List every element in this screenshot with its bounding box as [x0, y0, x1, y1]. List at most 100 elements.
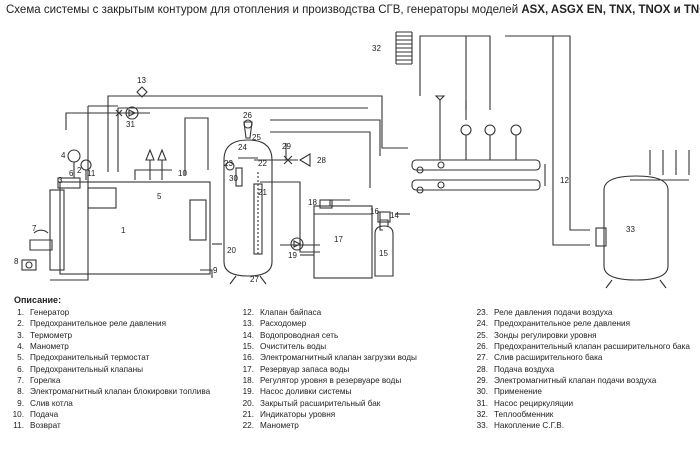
legend-item-text: Клапан байпаса	[260, 308, 322, 317]
legend-item-number: 5.	[17, 353, 24, 363]
legend-item: 11.Возврат	[6, 420, 210, 431]
legend-item-text: Предохранительный клапаны	[30, 364, 143, 374]
label-8: 8	[14, 257, 19, 266]
legend-item-number: 30.	[476, 387, 488, 397]
legend-item-text: Теплообменник	[494, 410, 554, 420]
legend-item-number: 17.	[242, 364, 254, 374]
label-7: 7	[32, 224, 37, 233]
legend-item: 7.Горелка	[6, 375, 210, 386]
legend-item-text: Подача воздуха	[494, 364, 555, 374]
water-reservoir	[313, 199, 373, 279]
legend-item-text: Подача	[30, 410, 59, 420]
legend-item-text: Термометр	[30, 330, 73, 340]
legend-item: 18.Регулятор уровня в резервуаре воды	[236, 375, 417, 386]
legend-item-text: Регулятор уровня в резервуаре воды	[260, 376, 402, 386]
legend-item-text: Предохранительный термостат	[30, 353, 150, 363]
label-13: 13	[137, 76, 146, 85]
legend-item: 32.Теплообменник	[470, 409, 690, 420]
legend-item-text: Предохранительное реле давления	[30, 319, 167, 329]
description-heading: Описание:	[14, 295, 62, 305]
legend-item-text: Резервуар запаса воды	[260, 364, 350, 374]
legend-item-number: 15.	[242, 342, 254, 352]
legend-item: 3.Термометр	[6, 330, 210, 341]
label-29: 29	[282, 142, 291, 151]
legend-item: 6. Предохранительный клапаны	[6, 364, 210, 375]
label-27: 27	[250, 275, 259, 284]
legend-item-text: Индикаторы уровня	[260, 410, 336, 420]
label-10: 10	[178, 169, 187, 178]
legend-item-text: Закрытый расширительный бак	[260, 398, 381, 408]
legend-item: 4. Манометр	[6, 341, 210, 352]
legend-item: 31. Насос рециркуляции	[470, 398, 690, 409]
legend-item-number: 26.	[476, 342, 488, 352]
label-30: 30	[229, 174, 238, 183]
diagram-labels: 1 2 3 4 5 6 7 8 9 10 11 12 13 14 15 16 1…	[14, 44, 635, 284]
legend-item-text: Насос рециркуляции	[494, 398, 574, 408]
label-12: 12	[560, 176, 569, 185]
legend-item: 24.Предохранительное реле давления	[470, 318, 690, 329]
legend-item-text: Электромагнитный клапан загрузки воды	[260, 353, 417, 363]
pipes	[50, 35, 690, 281]
label-22: 22	[258, 159, 267, 168]
legend-item-number: 8.	[17, 387, 24, 397]
label-23: 23	[224, 159, 233, 168]
legend-item-text: Слив расширительного бака	[494, 353, 603, 363]
legend-item-number: 27.	[476, 353, 488, 363]
legend-item: 17. Резервуар запаса воды	[236, 364, 417, 375]
legend-item: 16.Электромагнитный клапан загрузки воды	[236, 352, 417, 363]
legend-item-number: 6.	[17, 364, 24, 374]
legend-item-number: 2.	[17, 319, 24, 329]
legend-item-number: 19.	[242, 387, 254, 397]
legend-item: 2. Предохранительное реле давления	[6, 318, 210, 329]
legend-item-number: 31.	[476, 398, 488, 408]
label-26: 26	[243, 111, 252, 120]
legend-item-text: Возврат	[30, 421, 61, 431]
legend-item: 33.Накопление С.Г.В.	[470, 420, 690, 431]
legend-item: 20. Закрытый расширительный бак	[236, 398, 417, 409]
legend-item-text: Накопление С.Г.В.	[494, 421, 565, 431]
legend-item-number: 21.	[242, 410, 254, 420]
legend-item-number: 4.	[17, 342, 24, 352]
label-4: 4	[61, 151, 66, 160]
legend-item-number: 22.	[242, 421, 254, 431]
label-32: 32	[372, 44, 381, 53]
label-5: 5	[157, 192, 162, 201]
legend-item-text: Применение	[494, 387, 542, 397]
legend-item-number: 9.	[17, 398, 24, 408]
legend-item: 12.Клапан байпаса	[236, 307, 417, 318]
expansion-tank	[223, 119, 273, 285]
legend-item-number: 23.	[476, 308, 488, 317]
legend-item: 26.Предохранительный клапан расширительн…	[470, 341, 690, 352]
legend-item: 9.Слив котла	[6, 398, 210, 409]
legend-item-number: 14.	[242, 330, 254, 340]
legend-item-number: 29.	[476, 376, 488, 386]
label-19: 19	[288, 251, 297, 260]
legend-item-text: Манометр	[30, 342, 69, 352]
legend-item: 23. Реле давления подачи воздуха	[470, 307, 690, 318]
legend-item-number: 25.	[476, 330, 488, 340]
water-softener	[374, 211, 394, 277]
legend-item-text: Реле давления подачи воздуха	[494, 308, 613, 317]
label-1: 1	[121, 226, 126, 235]
label-33: 33	[626, 225, 635, 234]
legend-item-number: 20.	[242, 398, 254, 408]
legend-item: 28.Подача воздуха	[470, 364, 690, 375]
generator	[21, 148, 222, 278]
manifold	[411, 95, 546, 194]
legend-item-text: Манометр	[260, 421, 299, 431]
label-9: 9	[213, 266, 218, 275]
legend-item: 15.Очиститель воды	[236, 341, 417, 352]
legend-item-text: Горелка	[30, 376, 61, 386]
legend-item-text: Насос доливки системы	[260, 387, 352, 397]
legend-item: 10. Подача	[6, 409, 210, 420]
legend-item-number: 13.	[242, 319, 254, 329]
label-17: 17	[334, 235, 343, 244]
label-11: 11	[87, 169, 96, 178]
legend-item-text: Зонды регулировки уровня	[494, 330, 597, 340]
heat-exchanger-coil	[395, 31, 413, 65]
label-31: 31	[126, 120, 135, 129]
legend-item-number: 24.	[476, 319, 488, 329]
legend-item-number: 10.	[12, 410, 24, 420]
legend-item-text: Водопроводная сеть	[260, 330, 339, 340]
